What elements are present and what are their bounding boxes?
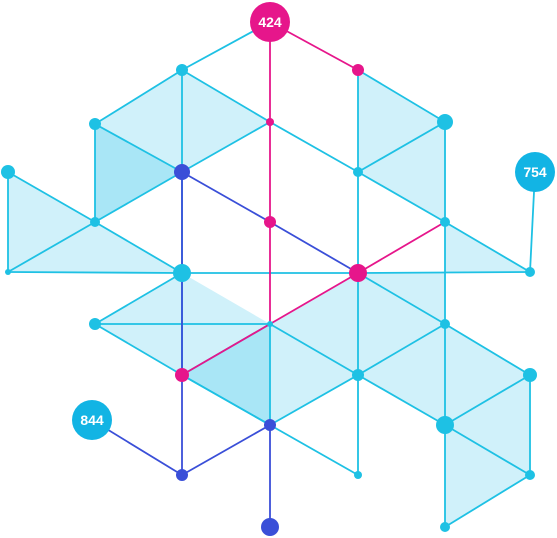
diagram-face-3	[8, 172, 95, 272]
diagram-edge-55	[181, 323, 271, 376]
diagram-edge-18	[94, 323, 183, 376]
diagram-node-m	[440, 217, 450, 227]
diagram-node-d	[89, 118, 101, 130]
diagram-face-15	[445, 324, 530, 425]
diagram-edge-48	[269, 424, 359, 476]
diagram-face-6	[358, 122, 445, 222]
diagram-node-l	[349, 264, 367, 282]
badge-left-circle	[72, 400, 112, 440]
diagram-edge-40	[444, 474, 531, 528]
diagram-node-k	[173, 264, 191, 282]
diagram-node-j	[90, 217, 100, 227]
diagram-edge-53	[357, 221, 446, 274]
badge-right-label: 754	[523, 164, 547, 180]
diagram-node-o	[5, 269, 11, 275]
diagram-node-v	[523, 368, 537, 382]
diagram-edge-37	[444, 374, 531, 426]
diagram-edge-2	[181, 69, 271, 123]
diagram-face-10	[182, 324, 270, 425]
diagram-edge-12	[7, 221, 96, 273]
badge-left-label: 844	[80, 412, 104, 428]
diagram-edge-22	[357, 69, 446, 123]
diagram-node-q	[89, 318, 101, 330]
diagram-node-ab	[261, 518, 279, 536]
diagram-face-12	[358, 324, 445, 425]
diagram-node-z	[354, 471, 362, 479]
diagram-face-4	[8, 222, 182, 273]
diagram-edge-44	[269, 374, 359, 426]
badge-right: 754	[515, 152, 555, 192]
diagram-edge-33	[357, 323, 446, 376]
diagram-face-16	[358, 273, 445, 375]
diagram-node-c	[352, 64, 364, 76]
diagram-edge-57	[181, 171, 271, 223]
badge-top: 424	[250, 2, 290, 42]
diagram-node-f	[264, 216, 276, 228]
diagram-node-w	[264, 419, 276, 431]
diagram-edge-54	[269, 272, 359, 325]
diagram-node-n	[525, 267, 535, 277]
diagram-node-e	[174, 164, 190, 180]
diagram-node-s	[440, 319, 450, 329]
diagram-edge-10	[7, 171, 96, 223]
diagram-edge-7	[269, 121, 359, 173]
diagram-face-14	[445, 425, 530, 527]
badge-left: 844	[72, 400, 112, 440]
diagram-edge-4	[94, 69, 183, 125]
diagram-node-i	[1, 165, 15, 179]
diagram-edge-34	[444, 323, 531, 376]
diagram-nodes	[1, 64, 537, 536]
diagram-edge-61	[181, 424, 271, 476]
diagram-face-13	[445, 375, 530, 475]
diagram-edge-9	[94, 171, 183, 223]
diagram-edge-64	[181, 374, 271, 426]
diagram-edges	[7, 21, 536, 528]
diagram-edge-16	[94, 272, 183, 325]
diagram-edge-27	[444, 221, 531, 273]
diagram-node-r	[267, 321, 273, 327]
diagram-edge-23	[357, 121, 446, 173]
diagram-node-y	[176, 469, 188, 481]
diagram-edge-56	[269, 221, 359, 274]
diagram-face-5	[358, 70, 445, 172]
diagram-node-x	[436, 416, 454, 434]
diagram-node-h	[437, 114, 453, 130]
diagram-edge-29	[357, 271, 531, 274]
diagram-edge-47	[357, 272, 446, 325]
diagram-face-11	[270, 324, 358, 425]
diagram-edge-13	[94, 221, 183, 274]
diagram-node-u	[352, 369, 364, 381]
diagram-edge-14	[7, 271, 183, 274]
diagram-face-2	[95, 124, 182, 222]
diagram-edge-39	[444, 424, 531, 476]
diagram-edge-32	[269, 323, 359, 376]
diagram-node-b	[266, 118, 274, 126]
badge-top-label: 424	[258, 14, 282, 30]
diagram-node-t	[175, 368, 189, 382]
diagram-node-ac	[440, 522, 450, 532]
diagram-faces	[8, 70, 530, 527]
diagram-edge-25	[357, 171, 446, 223]
diagram-node-aa	[525, 470, 535, 480]
diagram-node-a	[176, 64, 188, 76]
badge-right-circle	[515, 152, 555, 192]
diagram-edge-8	[181, 121, 271, 173]
diagram-edge-36	[357, 374, 446, 426]
diagram-edge-5	[94, 123, 183, 173]
badge-top-circle	[250, 2, 290, 42]
diagram-node-g	[353, 167, 363, 177]
